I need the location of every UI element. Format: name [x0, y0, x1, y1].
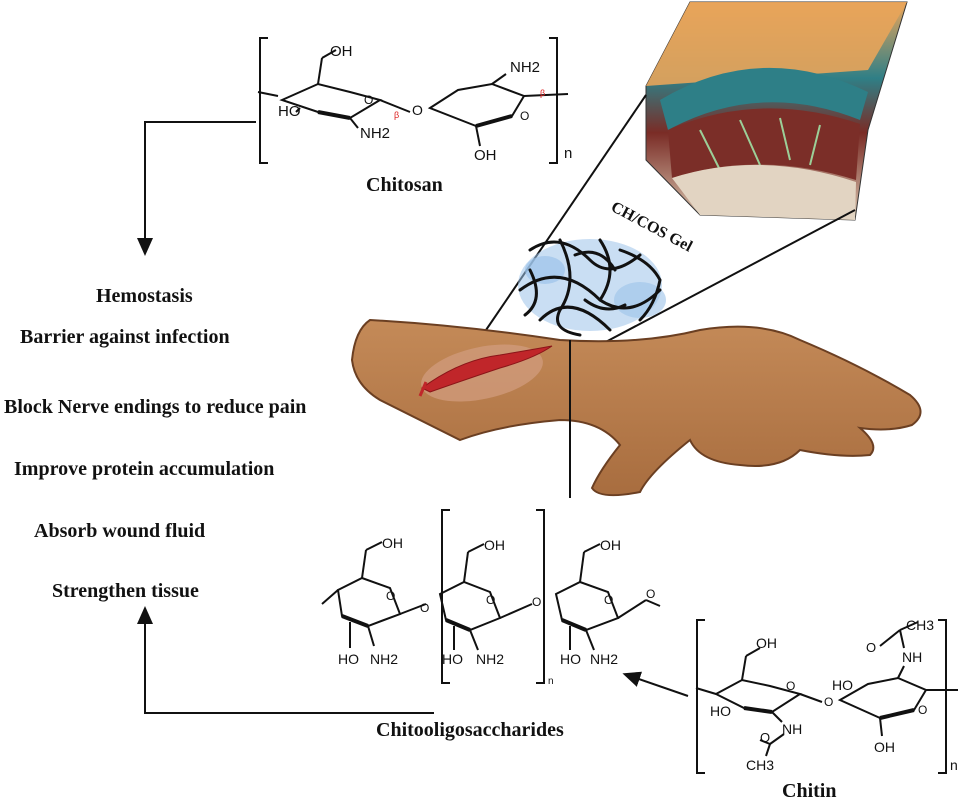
svg-text:O: O: [486, 593, 495, 607]
benefit-block-nerve: Block Nerve endings to reduce pain: [4, 396, 307, 418]
svg-text:O: O: [646, 587, 655, 601]
svg-text:O: O: [824, 695, 833, 709]
svg-text:OH: OH: [382, 535, 403, 551]
svg-text:HO: HO: [832, 677, 853, 693]
arrow-cos-to-benefits: [137, 606, 434, 714]
wound: [421, 345, 553, 393]
chitosan-oh-top: OH: [330, 43, 353, 60]
svg-text:O: O: [420, 601, 429, 615]
svg-text:NH: NH: [782, 721, 802, 737]
svg-text:OH: OH: [756, 635, 777, 651]
svg-text:HO: HO: [338, 651, 359, 667]
benefit-hemostasis: Hemostasis: [96, 285, 193, 307]
chitin-label: Chitin: [782, 780, 837, 802]
benefit-barrier: Barrier against infection: [20, 326, 230, 348]
svg-text:OH: OH: [600, 537, 621, 553]
chitosan-atoms: OH HO NH2 O O NH2 O OH n β β: [278, 43, 572, 164]
chitosan-beta-1: β: [394, 110, 399, 120]
svg-text:O: O: [364, 93, 373, 107]
svg-text:NH2: NH2: [370, 651, 398, 667]
svg-text:OH: OH: [484, 537, 505, 553]
benefit-absorb: Absorb wound fluid: [34, 520, 206, 542]
svg-text:O: O: [412, 102, 423, 118]
svg-text:O: O: [760, 730, 770, 745]
benefit-strengthen: Strengthen tissue: [52, 580, 199, 602]
svg-text:NH: NH: [902, 649, 922, 665]
arm-illustration: [350, 318, 922, 497]
svg-text:HO: HO: [560, 651, 581, 667]
arrow-chitosan-to-benefits: [137, 121, 256, 256]
cos-atoms: OH O O HO NH2 OH O O HO NH2 n OH O O HO …: [338, 535, 655, 687]
cos-label: Chitooligosaccharides: [376, 719, 564, 741]
chitin-atoms: OH O HO NH O CH3 O HO NH O CH3 O OH n: [710, 617, 958, 773]
svg-text:HO: HO: [710, 703, 731, 719]
svg-text:n: n: [548, 676, 554, 687]
svg-text:NH2: NH2: [590, 651, 618, 667]
svg-text:CH3: CH3: [906, 617, 934, 633]
svg-text:O: O: [866, 640, 876, 655]
svg-text:O: O: [520, 109, 529, 123]
chitosan-structure: [257, 37, 569, 164]
chitosan-nh2-bottom: NH2: [360, 125, 390, 142]
zoom-lines: [485, 94, 856, 346]
svg-text:NH2: NH2: [476, 651, 504, 667]
chitosan-subscript-n: n: [564, 145, 572, 162]
gel-network: [518, 238, 666, 337]
cos-structure: [321, 509, 661, 684]
chitosan-beta-2: β: [540, 88, 545, 98]
svg-text:CH3: CH3: [746, 757, 774, 773]
svg-text:n: n: [950, 757, 958, 773]
svg-text:O: O: [604, 593, 613, 607]
svg-text:O: O: [918, 703, 927, 717]
chitosan-label: Chitosan: [366, 174, 443, 196]
svg-text:O: O: [386, 589, 395, 603]
svg-text:HO: HO: [442, 651, 463, 667]
chitin-structure: [695, 619, 958, 774]
svg-text:O: O: [786, 679, 795, 693]
benefit-protein: Improve protein accumulation: [14, 458, 275, 480]
chitosan-ho-left: HO: [278, 103, 301, 120]
arrow-chitin-to-cos: [622, 671, 689, 697]
svg-text:OH: OH: [874, 739, 895, 755]
tissue-cube-illustration: [645, 1, 908, 221]
chitosan-nh2-top: NH2: [510, 59, 540, 76]
chitosan-oh-bottom: OH: [474, 147, 497, 164]
svg-text:O: O: [532, 595, 541, 609]
